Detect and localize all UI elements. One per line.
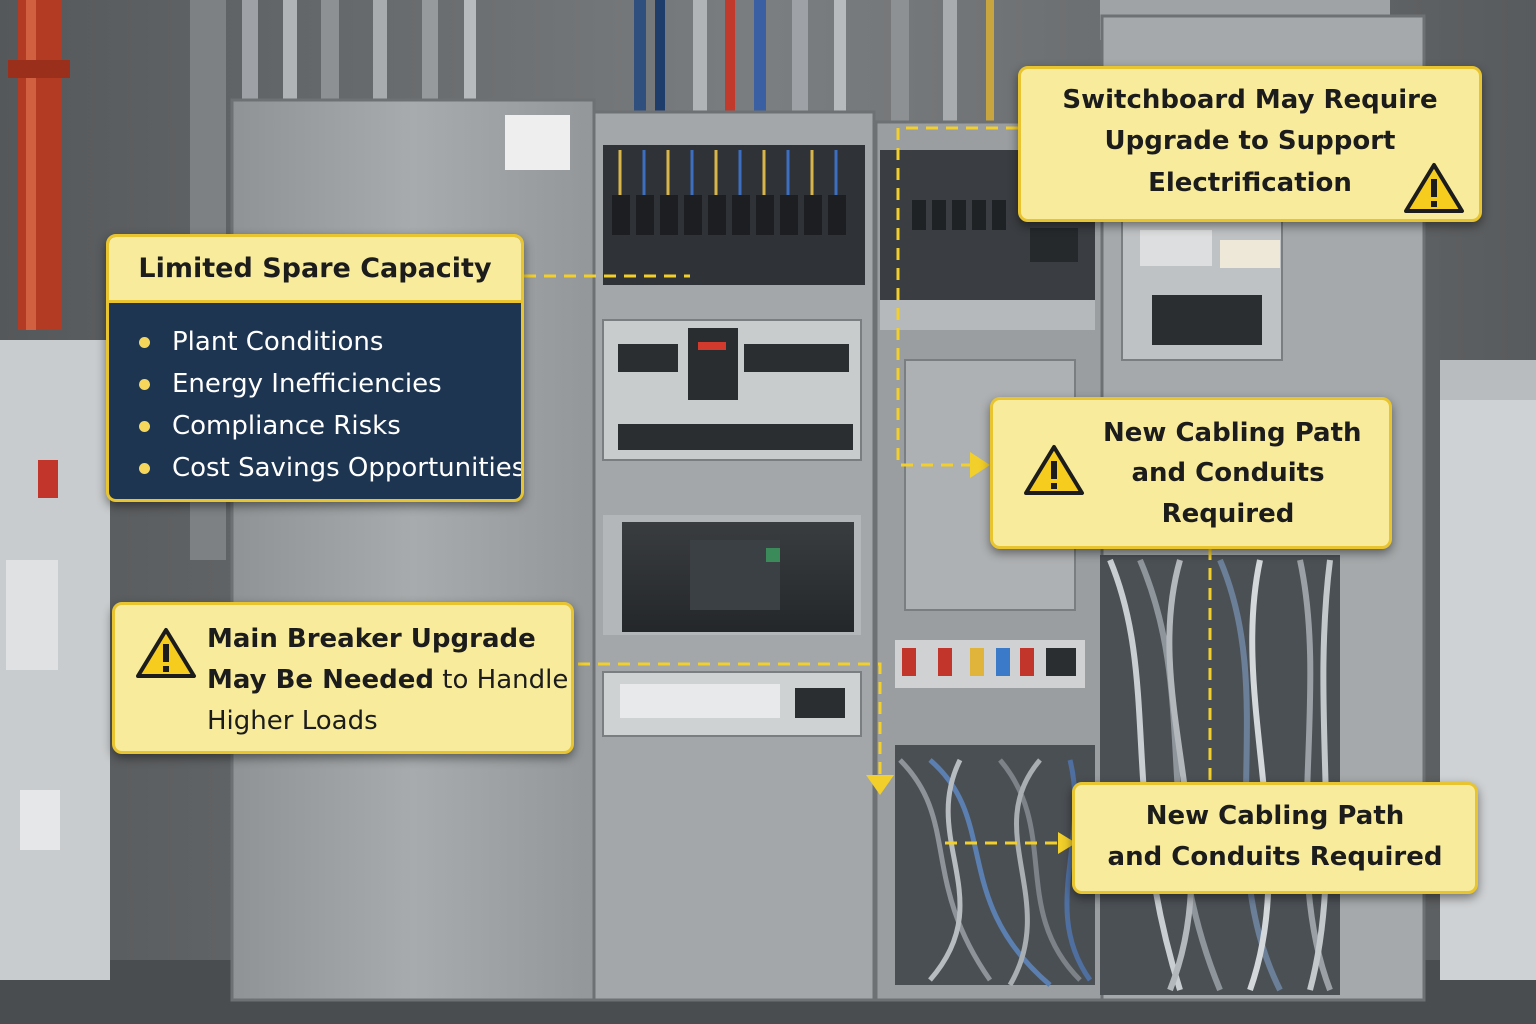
arrowhead-cabling-low xyxy=(1058,832,1076,854)
list-item: Compliance Risks xyxy=(139,405,521,447)
limited-capacity-list: Plant Conditions Energy Inefficiencies C… xyxy=(139,321,524,489)
bullet-icon xyxy=(139,336,150,348)
main-breaker-callout: Main Breaker Upgrade May Be Needed to Ha… xyxy=(112,602,574,754)
cabling-path-callout-upper: New Cabling Path and Conduits Required xyxy=(990,397,1392,549)
main-breaker-line-2-rest: to Handle xyxy=(434,665,569,695)
switchboard-line-1: Switchboard May Require xyxy=(1062,85,1438,115)
cabling-lower-line-1: New Cabling Path xyxy=(1145,801,1405,831)
warning-icon xyxy=(136,628,196,678)
cabling-lower-line-2: and Conduits Required xyxy=(1107,842,1443,872)
main-breaker-line-2: May Be Needed to Handle xyxy=(207,665,568,695)
bullet-icon xyxy=(139,420,150,432)
switchboard-line-3: Electrification xyxy=(1148,168,1352,198)
list-item-label: Compliance Risks xyxy=(172,411,401,441)
bullet-icon xyxy=(139,378,150,390)
switchboard-upgrade-callout: Switchboard May Require Upgrade to Suppo… xyxy=(1018,66,1482,222)
switchboard-line-2: Upgrade to Support xyxy=(1104,126,1396,156)
arrowhead-main-breaker xyxy=(866,775,894,795)
bullet-icon xyxy=(139,462,150,474)
connector-switchboard xyxy=(896,126,1018,467)
list-item: Energy Inefficiencies xyxy=(139,363,521,405)
arrowhead-cabling-mid xyxy=(970,452,990,478)
cabling-upper-line-1: New Cabling Path xyxy=(1103,418,1362,448)
list-item: Plant Conditions xyxy=(139,321,521,363)
warning-icon xyxy=(1024,445,1084,495)
list-item-label: Plant Conditions xyxy=(172,327,384,357)
limited-capacity-header: Limited Spare Capacity xyxy=(109,237,521,303)
limited-capacity-title: Limited Spare Capacity xyxy=(138,253,492,284)
list-item: Cost Savings Opportunities xyxy=(139,447,524,489)
main-breaker-line-1: Main Breaker Upgrade xyxy=(207,624,536,654)
cabling-path-callout-lower: New Cabling Path and Conduits Required xyxy=(1072,782,1478,894)
main-breaker-line-2-bold: May Be Needed xyxy=(207,665,435,695)
cabling-upper-line-2: and Conduits xyxy=(1131,458,1325,488)
list-item-label: Energy Inefficiencies xyxy=(172,369,442,399)
limited-capacity-callout: Limited Spare Capacity Plant Conditions … xyxy=(106,234,524,502)
main-breaker-line-3: Higher Loads xyxy=(207,706,378,736)
list-item-label: Cost Savings Opportunities xyxy=(172,453,524,483)
warning-icon xyxy=(1404,163,1464,213)
cabling-upper-line-3: Required xyxy=(1161,499,1295,529)
connector-main-breaker xyxy=(578,662,882,775)
